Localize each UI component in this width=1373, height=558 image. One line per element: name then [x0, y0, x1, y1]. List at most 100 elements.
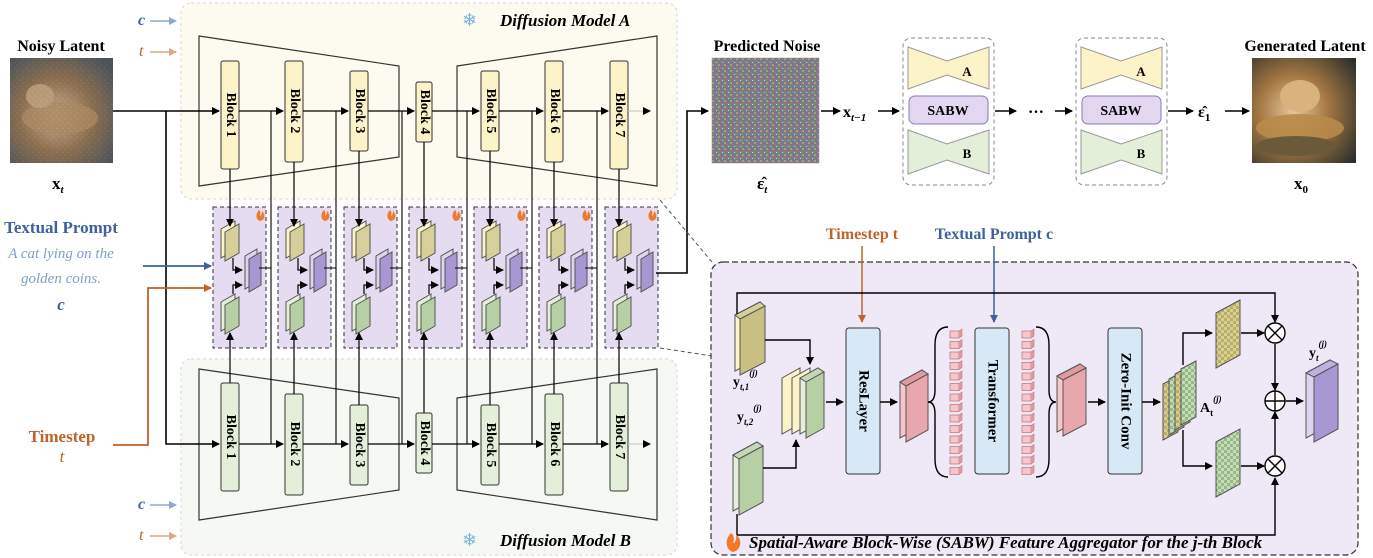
model-b-block-1-label: Block 1 — [223, 415, 238, 460]
eps-1-label: ε̂1 — [1198, 104, 1210, 124]
zero-init-conv-box — [1107, 327, 1143, 475]
pipeline-stack-2: A SABW B — [1075, 37, 1168, 186]
noisy-latent-image — [10, 58, 113, 163]
snowflake-icon: ❄ — [462, 530, 477, 551]
model-b-block-3-label: Block 3 — [352, 423, 367, 468]
model-b-block-5-label: Block 5 — [483, 423, 498, 468]
attention-map-block — [1162, 360, 1197, 441]
stack1-a-label: A — [962, 64, 972, 79]
reslayer-output-block — [899, 369, 929, 443]
sabw-column-3 — [343, 206, 398, 349]
sabw-column-7 — [604, 206, 659, 349]
model-b-encoder-trapezoid — [198, 368, 400, 521]
stack1-sabw — [908, 95, 989, 125]
stack1-b-label: B — [963, 146, 972, 161]
y2-label: yt,2(j) — [737, 403, 762, 427]
snowflake-icon: ❄ — [462, 10, 477, 31]
model-a-block-3-label: Block 3 — [352, 89, 367, 134]
model-a-title: Diffusion Model A — [499, 11, 630, 30]
model-a-c-label: c — [138, 12, 145, 29]
model-a-block-7-label: Block 7 — [612, 93, 627, 138]
model-b-t-label: t — [139, 527, 144, 544]
latent-input-arrows — [113, 107, 220, 448]
fire-icon — [256, 210, 265, 221]
sabw-prompt-label: Textual Prompt c — [935, 226, 1053, 243]
model-b-title: Diffusion Model B — [499, 531, 631, 550]
fire-icon — [726, 533, 741, 552]
model-b-block-2-label: Block 2 — [287, 422, 302, 467]
fire-icon — [387, 210, 396, 221]
svg-text:❄: ❄ — [462, 530, 477, 551]
fire-icon — [582, 210, 591, 221]
aggregator-output-arrow — [656, 107, 709, 274]
attention-map-2 — [1215, 428, 1241, 498]
multiply-op-1 — [1264, 322, 1286, 344]
stack2-sabw — [1081, 95, 1162, 125]
x0-label: x0 — [1294, 174, 1309, 196]
sabw-timestep-label: Timestep t — [826, 226, 899, 243]
x-prev-label: xt−1 — [843, 104, 866, 124]
model-a-encoder-trapezoid — [198, 35, 400, 187]
sabw-column-4 — [408, 206, 463, 349]
generated-latent-title: Generated Latent — [1244, 38, 1366, 55]
timestep-arrow — [113, 284, 212, 446]
timestep-symbol: t — [60, 447, 66, 466]
eps-t-label: ε̂t — [757, 174, 768, 196]
reslayer-box — [845, 327, 881, 475]
zero-init-conv-label: Zero-Init Conv — [1118, 353, 1134, 450]
output-label: yt(j) — [1309, 339, 1327, 363]
prompt-symbol: c — [57, 295, 65, 314]
model-a-block-5-label: Block 5 — [483, 89, 498, 134]
transformer-output-tokens — [1021, 328, 1035, 475]
right-brace — [1035, 326, 1057, 478]
textual-prompt-title: Textual Prompt — [4, 218, 118, 237]
model-b-c-label: c — [138, 496, 145, 513]
model-a-decoder-trapezoid — [456, 35, 658, 187]
y1-feature-block — [734, 301, 766, 376]
transformer-output-block — [1056, 363, 1087, 437]
reslayer-label: ResLayer — [856, 370, 872, 432]
pipeline-stack-1: A SABW B — [902, 37, 995, 186]
svg-text:❄: ❄ — [462, 10, 477, 31]
sabw-aggregator-columns — [212, 111, 659, 444]
y2-feature-block — [732, 441, 764, 516]
sabw-column-2 — [277, 206, 332, 349]
model-a-block-2-label: Block 2 — [287, 89, 302, 134]
prompt-text-line2: golden coins. — [21, 271, 101, 287]
concat-feature-block — [781, 367, 825, 439]
sabw-caption: Spatial-Aware Block-Wise (SABW) Feature … — [749, 533, 1263, 552]
noisy-latent-symbol: xt — [52, 174, 65, 196]
prompt-text-line1: A cat lying on the — [7, 246, 114, 262]
add-op — [1264, 390, 1286, 412]
fire-icon — [648, 210, 657, 221]
sabw-column-5 — [473, 206, 528, 349]
transformer-input-tokens — [949, 328, 963, 475]
y1-label: yt,1(j) — [733, 368, 758, 392]
stack2-a-label: A — [1136, 64, 1146, 79]
stack1-sabw-label: SABW — [927, 104, 968, 119]
model-b-block-4-label: Block 4 — [417, 421, 432, 466]
output-feature-block — [1304, 359, 1340, 443]
model-a-t-label: t — [139, 43, 144, 60]
model-a-block-4-label: Block 4 — [417, 90, 432, 135]
model-b-decoder-trapezoid — [456, 368, 658, 521]
multiply-op-2 — [1264, 455, 1286, 477]
model-a-blocks: Block 1 Block 2 Block 3 Block 4 Block 5 … — [220, 60, 629, 170]
fire-icon — [517, 210, 526, 221]
attention-map-label: At(j) — [1200, 394, 1222, 418]
sabw-column-1 — [212, 206, 267, 349]
transformer-label: Transformer — [985, 360, 1001, 443]
predicted-noise-image — [711, 57, 820, 164]
fire-icon — [321, 210, 330, 221]
model-a-block-1-label: Block 1 — [223, 93, 238, 138]
model-a-block-6-label: Block 6 — [547, 89, 562, 134]
fire-icon — [452, 210, 461, 221]
model-b-block-6-label: Block 6 — [547, 422, 562, 467]
stack2-b-label: B — [1137, 146, 1146, 161]
stack2-sabw-label: SABW — [1100, 104, 1141, 119]
model-b-block-7-label: Block 7 — [612, 415, 627, 460]
generated-latent-image — [1252, 58, 1356, 163]
model-b-blocks: Block 1 Block 2 Block 3 Block 4 Block 5 … — [220, 382, 629, 496]
ellipsis: ··· — [1028, 104, 1044, 121]
